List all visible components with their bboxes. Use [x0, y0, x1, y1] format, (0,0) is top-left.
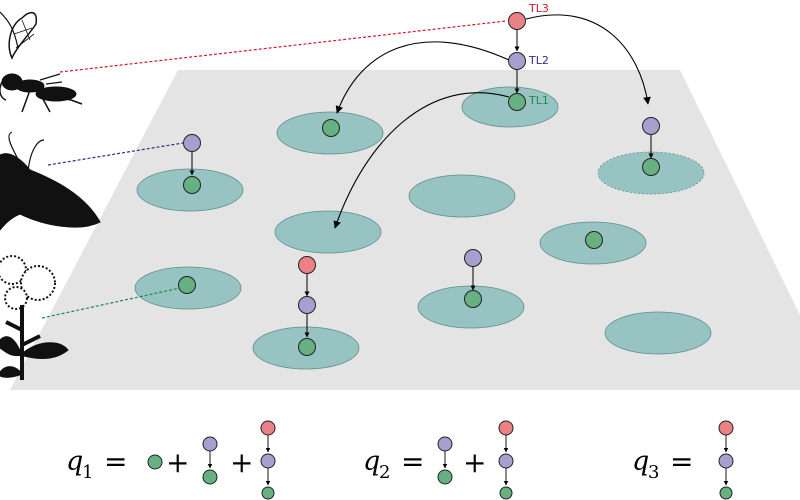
tl1-node [585, 231, 603, 249]
plus-sign: + [463, 446, 486, 479]
tl1-node [202, 469, 218, 485]
tl3-label: TL3 [528, 2, 549, 15]
equation-subscript: 3 [648, 462, 659, 483]
tl3-link-dashed [59, 20, 507, 73]
moth-silhouette-icon [0, 131, 101, 231]
equals-sign: = [104, 445, 127, 478]
tl3-node [260, 420, 276, 436]
plant-silhouette-icon [0, 255, 69, 380]
tl1-node [508, 93, 526, 111]
equation-q1: q 1 = + + [66, 420, 276, 500]
dispersal-arrow [335, 41, 510, 114]
tl1-node [261, 486, 275, 500]
habitat-patch [604, 311, 712, 355]
tl1-node [147, 454, 163, 470]
tl3-node [498, 420, 514, 436]
tl1-node [719, 486, 733, 500]
equation-lhs: q [363, 446, 380, 477]
tl2-node [298, 296, 316, 314]
tl1-label: TL1 [528, 94, 549, 107]
equation-lhs: q [632, 446, 649, 477]
tl3-node [298, 256, 316, 274]
habitat-patch [408, 174, 516, 218]
equals-sign: = [670, 445, 693, 478]
vertical-arrows [189, 30, 654, 338]
equation-lhs: q [66, 446, 83, 477]
tl1-node [437, 469, 453, 485]
plus-sign: + [230, 446, 253, 479]
wasp-silhouette-icon [0, 11, 83, 113]
equation-subscript: 1 [82, 462, 93, 483]
dispersal-arrow [333, 92, 510, 229]
tl1-node [322, 119, 340, 137]
tl3-node [508, 12, 526, 30]
tl2-node [718, 453, 734, 469]
tl2-link-dashed [47, 142, 184, 166]
tl1-node [298, 338, 316, 356]
tl1-node [642, 158, 660, 176]
dispersal-arrows [333, 14, 651, 229]
landscape-plane [10, 70, 800, 390]
tl2-node [508, 52, 526, 70]
tl2-label: TL2 [528, 54, 549, 67]
equation-q2: q 2 = + [363, 420, 514, 500]
equation-q3: q 3 = [632, 420, 734, 500]
equals-sign: = [401, 445, 424, 478]
tl2-node [642, 117, 660, 135]
tl2-node [202, 436, 218, 452]
tl2-node [498, 453, 514, 469]
tl1-node [178, 276, 196, 294]
tl1-node [464, 290, 482, 308]
tl2-node [260, 453, 276, 469]
tl1-link-dashed [41, 287, 181, 319]
dispersal-arrow [525, 14, 651, 105]
tl1-node [499, 486, 513, 500]
habitat-patch [274, 210, 382, 254]
tl3-node [718, 420, 734, 436]
tl2-node [183, 134, 201, 152]
plus-sign: + [166, 446, 189, 479]
tl1-node [183, 176, 201, 194]
tl2-node [437, 436, 453, 452]
tl2-node [464, 249, 482, 267]
equation-subscript: 2 [379, 462, 390, 483]
species-nodes [178, 12, 660, 356]
habitat-patches [134, 86, 712, 370]
